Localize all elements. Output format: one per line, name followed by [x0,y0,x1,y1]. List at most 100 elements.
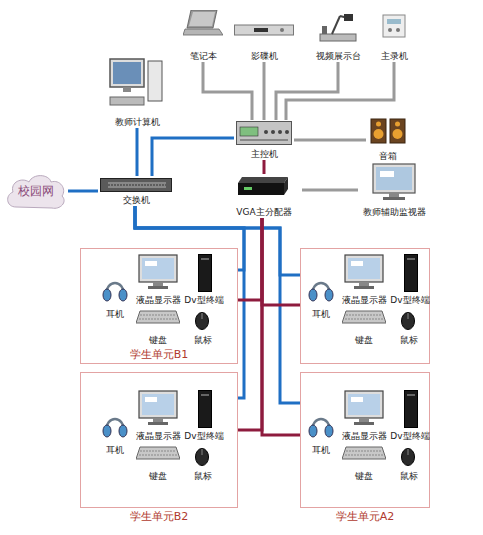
network-cable [135,206,244,398]
vga-cable [262,218,300,305]
vga-splitter-icon [238,177,288,195]
device-label: VGA主分配器 [236,207,291,218]
terminal-icon [405,255,418,292]
lcd-icon [139,391,177,425]
dvd-player-icon [235,25,294,35]
unit-frame [80,248,238,364]
device-label: 鼠标 [194,471,212,482]
keyboard-node: 键盘 [132,308,184,346]
device-label: Dv型终端 [390,431,429,442]
lcd-icon [345,391,383,425]
keyboard-node: 键盘 [338,444,390,482]
mouse-icon [402,449,415,466]
mouse-icon [196,449,209,466]
av-cable [203,62,252,120]
device-label: 音箱 [379,151,397,162]
device-label: 教师计算机 [115,117,160,128]
network-cable [68,190,98,193]
device-label: 键盘 [149,335,167,346]
unit-title: 学生单元B2 [130,510,189,523]
vga-cable [263,160,266,174]
speaker-icon [371,119,405,143]
student-unit: 学生单元B2 耳机液晶显示器Dv型终端键盘 鼠标 [80,372,238,532]
terminal-node: Dv型终端 [392,254,428,306]
device-label: Dv型终端 [390,295,429,306]
unit-title: 学生单元A2 [336,510,395,523]
speaker-node: 音箱 [366,118,410,162]
network-cable [136,128,139,176]
device-label: 耳机 [312,445,330,456]
lcd-monitor-node: 液晶显示器 [130,254,186,306]
headphone-icon [309,283,333,301]
mouse-icon [402,313,415,330]
switch-icon [101,179,172,192]
device-label: 笔记本 [190,51,217,62]
student-unit: 学生单元A2 耳机 液晶显示器Dv型终端键盘 鼠标 [300,372,430,532]
unit-frame [300,248,430,364]
unit-title: 学生单元B1 [130,348,189,361]
laptop-node: 笔记本 [178,8,228,62]
headphone-node: 耳机 [306,414,336,456]
device-label: Dv型终端 [184,295,223,306]
teacher-pc-icon [110,59,162,105]
device-label: 鼠标 [400,471,418,482]
vga-cable [262,218,300,435]
headphone-icon [309,419,333,437]
mouse-icon [196,313,209,330]
dvd-player-node: 影碟机 [232,8,296,62]
mouse-node: 鼠标 [392,444,426,482]
lcd-icon [139,255,177,289]
device-label: 耳机 [106,309,124,320]
device-label: 鼠标 [400,335,418,346]
vga-cable [238,218,262,300]
campus-network-cloud: 校园网 [4,171,68,211]
headphone-node: 耳机 [306,278,336,320]
device-label: 液晶显示器 [136,431,181,442]
av-cable [286,62,394,120]
device-label: 键盘 [355,471,373,482]
terminal-node: Dv型终端 [392,390,428,442]
network-cable [135,206,300,275]
laptop-icon [183,10,223,35]
device-label: 影碟机 [251,51,278,62]
device-label: 视频展示台 [316,51,361,62]
device-label: 耳机 [312,309,330,320]
device-label: 教师辅助监视器 [363,207,426,218]
mouse-node: 鼠标 [186,444,220,482]
device-label: 键盘 [149,471,167,482]
recorder-icon [383,15,405,37]
visualizer-node: 视频展示台 [305,8,371,62]
student-unit: 耳机液晶显示器Dv型终端键盘 鼠标 [300,248,430,364]
av-cable [263,62,266,120]
mouse-node: 鼠标 [392,308,426,346]
lcd-monitor-node: 液晶显示器 [336,390,392,442]
cloud-label: 校园网 [18,184,54,198]
lcd-monitor-node: 液晶显示器 [336,254,392,306]
network-cable [135,206,300,403]
network-cable [135,206,244,270]
monitor-node: 教师辅助监视器 [358,162,430,218]
switch-node: 交换机 [98,176,174,206]
keyboard-icon [342,311,386,323]
visualizer-icon [320,14,356,41]
keyboard-icon [136,311,180,323]
keyboard-node: 键盘 [338,308,390,346]
device-label: Dv型终端 [184,431,223,442]
device-label: 主控机 [251,149,278,160]
device-label: 主录机 [381,51,408,62]
vga-cable [238,218,262,430]
headphone-node: 耳机 [100,278,130,320]
device-label: 键盘 [355,335,373,346]
vga-splitter-node: VGA主分配器 [226,174,302,218]
teacher-pc-node: 教师计算机 [100,56,174,128]
terminal-icon [405,391,418,428]
lcd-icon [345,255,383,289]
device-label: 液晶显示器 [136,295,181,306]
headphone-node: 耳机 [100,414,130,456]
device-label: 液晶显示器 [342,431,387,442]
headphone-icon [103,419,127,437]
terminal-node: Dv型终端 [186,390,222,442]
av-cable [294,139,366,142]
